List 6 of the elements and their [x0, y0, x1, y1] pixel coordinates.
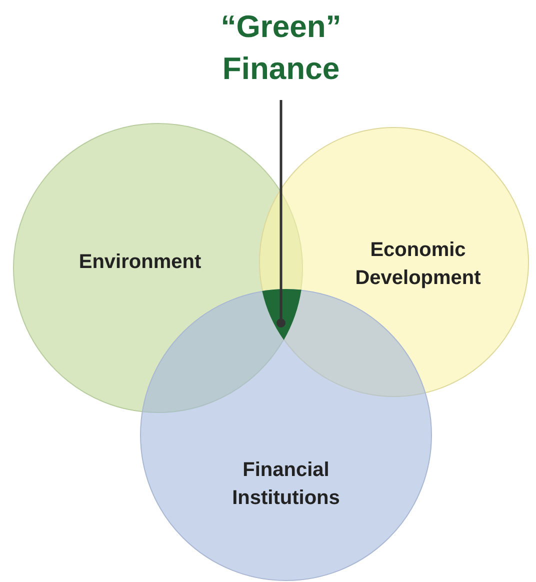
leader-line [276, 100, 286, 328]
title-text: “Green” Finance [220, 8, 342, 88]
circle-label: Environment [78, 250, 202, 275]
circle-label: Financial Institutions [231, 458, 341, 511]
circle-label: Economic Development [354, 238, 482, 291]
intersection-region [262, 289, 302, 340]
